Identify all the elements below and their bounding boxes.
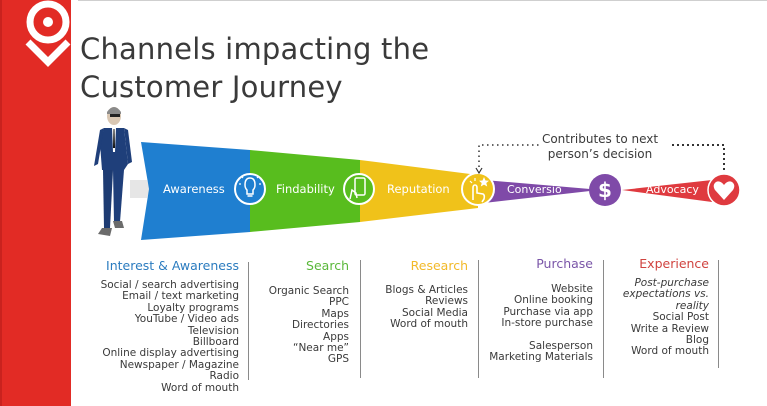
channel-item: YouTube / Video ads xyxy=(134,313,239,326)
channel-item: PPC xyxy=(329,296,349,309)
channel-item: Purchase via app xyxy=(503,305,593,318)
channel-item: Online booking xyxy=(513,294,593,307)
feedback-note: Contributes to next person’s decision xyxy=(520,132,680,162)
channel-item: expectations vs. xyxy=(622,288,709,301)
channel-item: Television xyxy=(187,324,239,337)
stage-segment-findability xyxy=(250,150,360,232)
channel-item: Write a Review xyxy=(630,322,709,335)
column-heading: Experience xyxy=(639,256,709,271)
feedback-dotted-line-right xyxy=(672,144,725,172)
top-border xyxy=(0,0,767,1)
svg-text:$: $ xyxy=(598,178,612,202)
heart-icon xyxy=(707,173,741,207)
businessman-illustration xyxy=(94,107,132,236)
column-heading: Purchase xyxy=(536,256,593,271)
column-interest-awareness: Interest & Awareness Social / search adv… xyxy=(101,258,239,394)
list-spacer xyxy=(489,330,593,341)
channel-item: Organic Search xyxy=(268,285,349,297)
channel-item: Website xyxy=(551,283,593,295)
channel-item: reality xyxy=(675,299,709,312)
stage-segment-conversion xyxy=(484,180,590,203)
smartphone-touch-icon xyxy=(343,173,375,205)
channel-item: Email / text marketing xyxy=(122,290,239,303)
channel-item: In-store purchase xyxy=(501,317,593,330)
channel-item: Word of mouth xyxy=(631,345,709,358)
star-tap-icon xyxy=(461,172,495,206)
channel-item: Apps xyxy=(323,330,349,343)
channel-item: Post-purchase xyxy=(634,277,709,289)
channel-item: Directories xyxy=(291,319,349,332)
channel-item: Social Media xyxy=(401,306,468,319)
channel-item: Salesperson xyxy=(529,339,593,352)
sidebar-edge xyxy=(0,0,2,406)
feedback-arrowhead xyxy=(475,167,483,175)
stage-segment-advocacy xyxy=(622,180,712,202)
column-heading: Interest & Awareness xyxy=(106,258,239,273)
column-divider xyxy=(248,262,249,380)
stage-label-advocacy: Advocacy xyxy=(646,183,699,196)
channel-item: Word of mouth xyxy=(161,381,239,394)
feedback-note-line-2: person’s decision xyxy=(547,147,653,161)
stage-label-findability: Findability xyxy=(276,182,335,196)
column-divider xyxy=(603,260,604,378)
channel-item: Social / search advertising xyxy=(100,279,239,291)
channel-item: Social Post xyxy=(652,311,709,324)
channel-item: Billboard xyxy=(192,336,239,349)
channel-item: Marketing Materials xyxy=(489,351,593,364)
column-divider xyxy=(718,260,719,368)
stage-label-reputation: Reputation xyxy=(387,182,450,196)
channel-item: Newspaper / Magazine xyxy=(119,358,239,371)
page-title: Channels impacting the Customer Journey xyxy=(80,30,429,106)
stage-segment-awareness xyxy=(141,142,250,240)
column-heading: Search xyxy=(306,258,349,273)
channel-item: Radio xyxy=(209,370,239,383)
location-pin-icon xyxy=(25,0,78,74)
channel-item: Loyalty programs xyxy=(147,301,239,314)
channel-item: “Near me” xyxy=(293,342,349,355)
title-line-2: Customer Journey xyxy=(80,70,343,104)
channel-item: GPS xyxy=(327,353,349,366)
title-line-1: Channels impacting the xyxy=(80,32,430,66)
stage-label-awareness: Awareness xyxy=(163,182,225,196)
column-heading: Research xyxy=(410,258,468,273)
channel-item: Maps xyxy=(321,307,349,320)
journey-start-arrow xyxy=(130,180,150,198)
lightbulb-icon xyxy=(234,173,266,205)
channel-item: Online display advertising xyxy=(102,347,239,360)
column-divider xyxy=(360,260,361,378)
channel-item: Reviews xyxy=(425,295,468,308)
column-divider xyxy=(478,260,479,378)
channel-item: Word of mouth xyxy=(390,318,468,331)
dollar-icon: $ xyxy=(589,174,621,206)
brand-sidebar xyxy=(0,0,71,406)
channel-item: Blog xyxy=(685,334,709,347)
stage-label-conversion: Conversio xyxy=(507,183,562,196)
stage-segment-reputation xyxy=(360,160,478,222)
feedback-note-line-1: Contributes to next xyxy=(541,132,659,146)
channel-item: Blogs & Articles xyxy=(385,284,468,296)
